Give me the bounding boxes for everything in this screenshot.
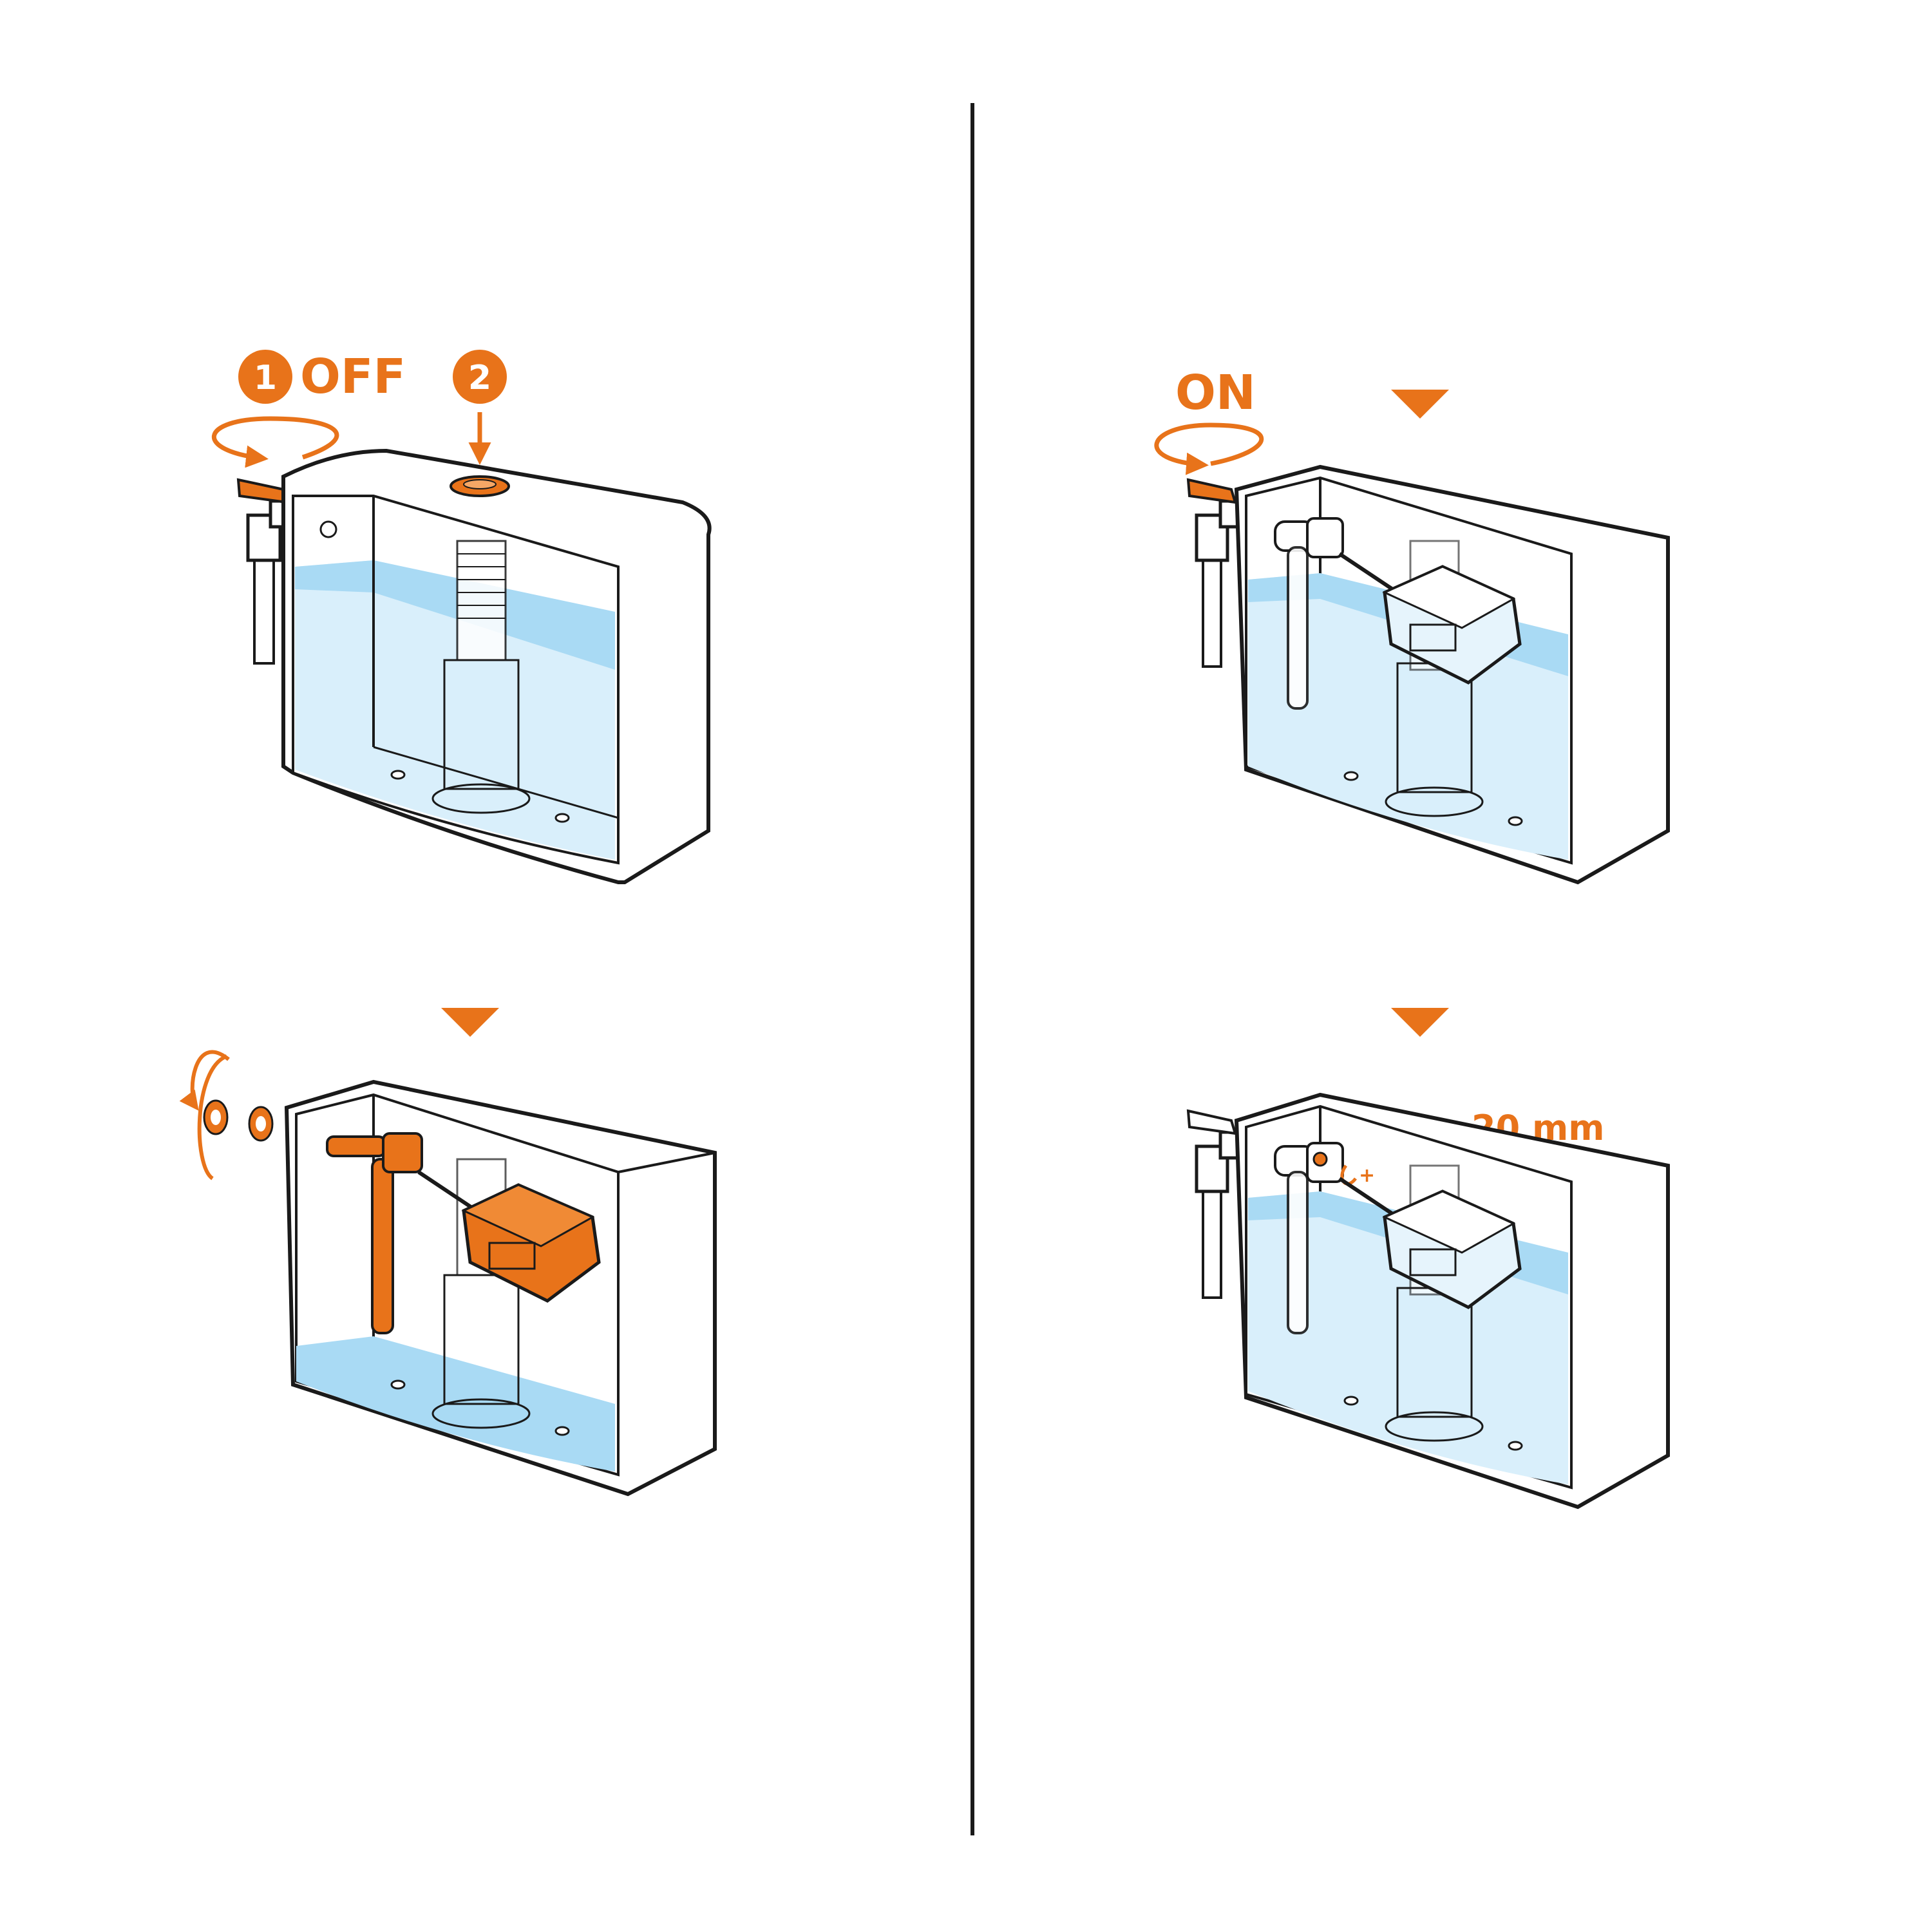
- panel-step-1: 1 OFF 2: [211, 349, 712, 884]
- rotate-arrow-icon: [211, 416, 339, 468]
- valve-handle-icon: [1186, 478, 1237, 504]
- panel-step-4: 20 mm mini + -: [1186, 1008, 1670, 1510]
- valve-handle-icon: [236, 478, 289, 504]
- down-triangle-icon: [441, 1008, 499, 1037]
- adjustment-screw-icon: [1312, 1151, 1328, 1167]
- new-float-valve: [1274, 517, 1522, 710]
- cistern-1: [281, 448, 712, 884]
- old-float-valve: [326, 1132, 601, 1334]
- screw-plus-sign: +: [1359, 1164, 1375, 1187]
- step-badge-2: [453, 350, 507, 404]
- on-label: ON: [1175, 365, 1256, 421]
- new-float-valve: +: [1274, 1142, 1522, 1334]
- step-badge-1-number: 1: [254, 359, 277, 397]
- flush-valve: [431, 540, 531, 814]
- down-triangle-icon: [1391, 390, 1449, 419]
- off-label: OFF: [300, 349, 406, 404]
- panel-step-3: ON: [1154, 365, 1670, 885]
- step-badge-1: [238, 350, 292, 404]
- rotate-arrow-icon: [1154, 422, 1264, 475]
- panel-step-2: [193, 1008, 717, 1497]
- cistern-2: [284, 1079, 717, 1497]
- rotate-arrow-icon: [193, 1050, 230, 1180]
- cistern-4: +: [1234, 1092, 1670, 1510]
- down-triangle-icon: [1391, 1008, 1449, 1037]
- cistern-3: [1234, 464, 1670, 885]
- step-badge-2-number: 2: [468, 359, 491, 397]
